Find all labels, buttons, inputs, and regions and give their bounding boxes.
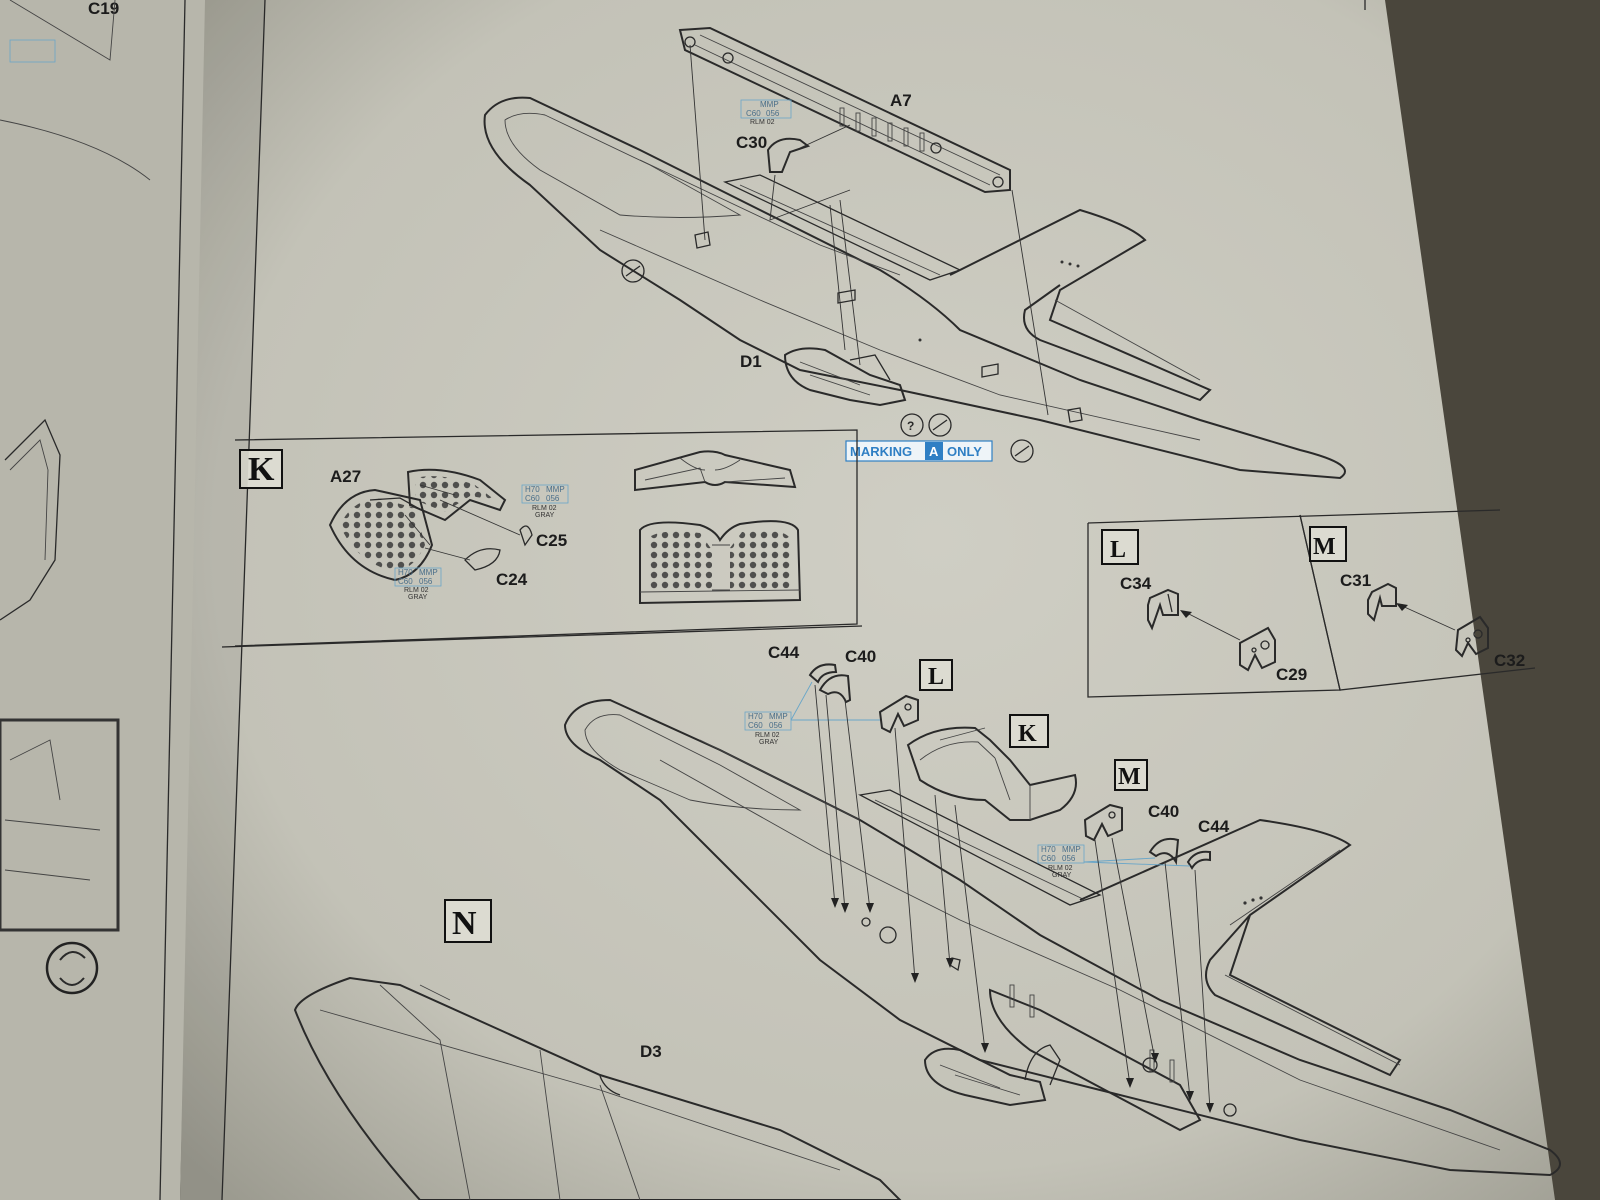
left-page-content: C19 [0,0,186,1200]
step-k-label: K [248,451,275,488]
part-label-a7: A7 [890,91,912,110]
main-page [180,0,1555,1200]
svg-text:MMP: MMP [1062,845,1081,854]
step-l-reference: L [928,664,944,690]
part-label-c30: C30 [736,133,767,152]
svg-text:MMP: MMP [419,568,438,577]
svg-text:RLM 02: RLM 02 [1048,865,1073,872]
svg-text:MMP: MMP [546,485,565,494]
svg-text:MMP: MMP [760,100,779,109]
svg-text:H70: H70 [525,485,540,494]
part-label-c40-right: C40 [1148,802,1179,821]
svg-text:MARKING: MARKING [850,444,912,459]
step-l-label: L [1110,537,1126,563]
part-label-c25: C25 [536,531,567,550]
part-label-d1: D1 [740,352,762,371]
part-label-c34: C34 [1120,574,1152,593]
step-k-box: K H70 MMP C60 056 RLM 02 GRAY H70 MMP C6… [234,429,858,647]
part-label-c19: C19 [88,0,119,18]
svg-text:C60: C60 [748,721,763,730]
svg-text:C60: C60 [398,577,413,586]
svg-text:H70: H70 [748,712,763,721]
svg-text:H70: H70 [1041,845,1056,854]
page-frame [221,0,1366,1200]
step-k-reference: K [1018,721,1037,747]
svg-text:C60: C60 [1041,854,1056,863]
part-label-c44-right: C44 [1198,817,1230,836]
left-page [0,0,210,1200]
svg-text:GRAY: GRAY [408,594,428,601]
svg-text:H70: H70 [398,568,413,577]
part-label-c44-left: C44 [768,643,800,662]
step-n-divider [221,509,1501,648]
part-label-c40-left: C40 [845,647,876,666]
top-fuselage-assembly: ? [483,26,1346,480]
svg-text:C60: C60 [525,494,540,503]
step-m-label: M [1313,534,1336,560]
svg-text:056: 056 [546,494,560,503]
svg-text:GRAY: GRAY [1052,872,1072,879]
part-label-c29: C29 [1276,665,1307,684]
svg-text:MMP: MMP [769,712,788,721]
step-m-reference: M [1118,764,1141,790]
svg-text:056: 056 [1062,854,1076,863]
svg-text:056: 056 [419,577,433,586]
step-n-label: N [452,905,477,942]
paint-callout-a7: MMP C60 056 RLM 02 [740,99,792,126]
svg-text:RLM 02: RLM 02 [532,505,557,512]
svg-text:?: ? [907,419,914,433]
svg-text:RLM 02: RLM 02 [404,587,429,594]
step-l-box: L C34 C29 [1087,514,1341,698]
svg-text:A: A [929,444,939,459]
svg-text:056: 056 [769,721,783,730]
marking-a-only-badge: MARKING A ONLY [845,440,993,462]
part-label-c32: C32 [1494,651,1525,670]
part-label-a27: A27 [330,467,361,486]
part-label-c24: C24 [496,570,528,589]
step-n-assembly: N D3 K [293,643,1561,1200]
part-label-c31: C31 [1340,571,1371,590]
part-label-d3: D3 [640,1042,662,1061]
svg-text:RLM 02: RLM 02 [750,119,775,126]
svg-text:GRAY: GRAY [535,512,555,519]
svg-text:GRAY: GRAY [759,739,779,746]
svg-text:RLM 02: RLM 02 [755,732,780,739]
svg-text:C60: C60 [746,109,761,118]
svg-text:056: 056 [766,109,780,118]
svg-text:ONLY: ONLY [947,444,982,459]
step-m-box: M C31 C32 [1299,514,1536,691]
